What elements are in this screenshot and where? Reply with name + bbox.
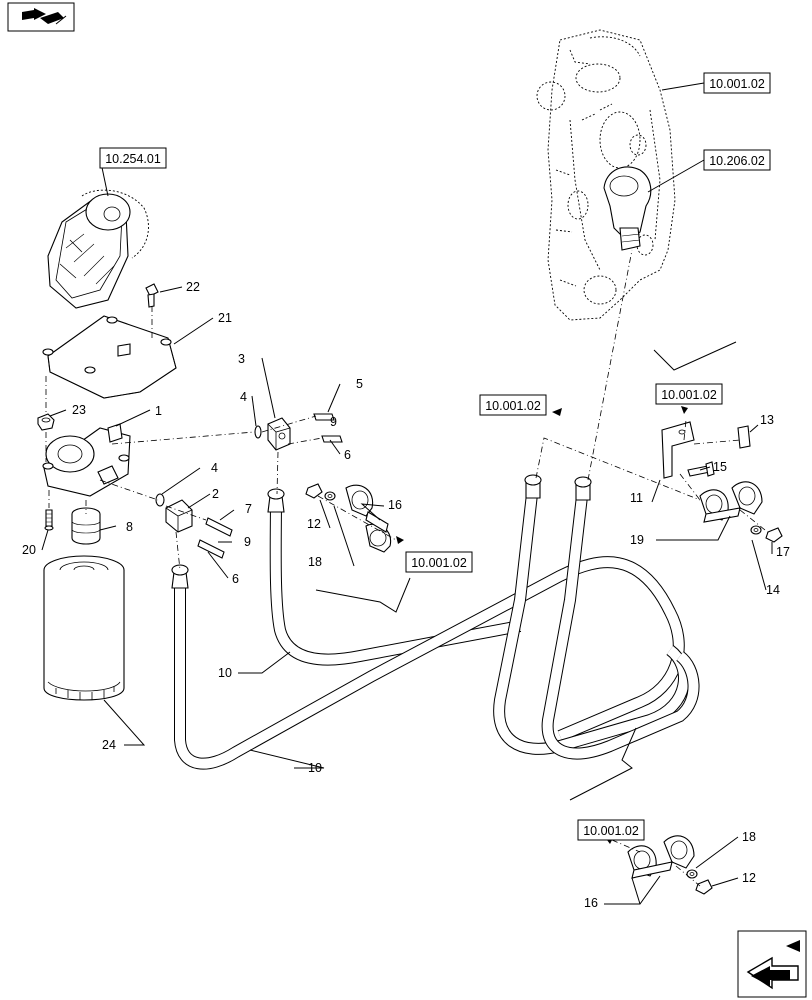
bolt-6-lower: [197, 539, 225, 559]
callout-7: 7: [245, 502, 252, 516]
callout-6-lower: 6: [232, 572, 239, 586]
callout-17: 17: [776, 545, 790, 559]
fitting-3: [267, 417, 291, 451]
callout-23: 23: [72, 403, 86, 417]
hose-fittings: [171, 474, 592, 589]
ref-label: 10.254.01: [105, 152, 161, 166]
ref-label: 10.001.02: [583, 824, 639, 838]
clamp-16-mid: [345, 484, 392, 553]
filter-head-plate: [42, 315, 177, 399]
ref-10-001-02-bottom[interactable]: 10.001.02: [577, 819, 645, 841]
callout-19: 19: [630, 533, 644, 547]
callout-3: 3: [238, 352, 245, 366]
callout-24: 24: [102, 738, 116, 752]
callout-12-mid: 12: [307, 517, 321, 531]
o-ring-4-upper: [254, 425, 262, 439]
engine-block: [536, 29, 676, 321]
hose-10-upper: [269, 495, 522, 666]
callout-20: 20: [22, 543, 36, 557]
ref-10-001-02-right[interactable]: 10.001.02: [655, 383, 723, 405]
washer-18-mid: [324, 491, 336, 501]
washer-14: [750, 525, 762, 535]
callout-16-mid: 16: [388, 498, 402, 512]
callout-18-mid: 18: [308, 555, 322, 569]
center-lines: [45, 249, 771, 887]
next-page-arrow-icon[interactable]: [737, 930, 807, 998]
clamp-16-bottom: [627, 835, 695, 879]
callout-12-bottom: 12: [742, 871, 756, 885]
bolt-13: [737, 425, 751, 449]
callout-2: 2: [212, 487, 219, 501]
callout-4-upper: 4: [240, 390, 247, 404]
callout-9-upper: 9: [330, 415, 337, 429]
housing-10-254-01: [47, 189, 149, 309]
ref-10-001-02-left[interactable]: 10.001.02: [479, 394, 547, 416]
bolt-15: [687, 461, 715, 477]
ref-10-001-02-mid[interactable]: 10.001.02: [405, 551, 473, 573]
callout-numbers: 1 2 3 4 4 5 6 6 7 8 9 9 10 10 11 12 12 1…: [22, 280, 790, 910]
hose-10-engine-b: [541, 495, 700, 760]
callout-13: 13: [760, 413, 774, 427]
callout-10-upper: 10: [218, 666, 232, 680]
ref-label: 10.001.02: [411, 556, 467, 570]
ref-label: 10.001.02: [709, 77, 765, 91]
assembly-arrow-icon[interactable]: [7, 2, 75, 32]
o-ring-4-lower: [155, 493, 165, 507]
fitting-2: [165, 499, 193, 533]
nut-17: [765, 527, 783, 543]
bracket-11: [661, 421, 695, 479]
callout-16-bottom: 16: [584, 896, 598, 910]
callout-10-lower: 10: [308, 761, 322, 775]
callout-5: 5: [356, 377, 363, 391]
clamp-19: [699, 481, 763, 523]
hose-10-engine-a: [493, 493, 690, 755]
ref-label: 10.001.02: [661, 388, 717, 402]
callout-15: 15: [713, 460, 727, 474]
bolt-7: [205, 517, 233, 537]
callout-1: 1: [155, 404, 162, 418]
oil-filter: [43, 555, 125, 701]
ref-10-206-02[interactable]: 10.206.02: [703, 149, 771, 171]
callout-8: 8: [126, 520, 133, 534]
bolt-5: [313, 413, 335, 421]
callout-4-lower: 4: [211, 461, 218, 475]
callout-21: 21: [218, 311, 232, 325]
bolt-20: [44, 509, 54, 531]
engine-oil-outlet: [603, 166, 652, 251]
hose-10-lower: [174, 556, 685, 770]
break-marks: [315, 341, 737, 801]
filter-head: [42, 423, 131, 497]
nut-12-bottom: [695, 879, 713, 895]
callout-6-upper: 6: [344, 448, 351, 462]
callout-14: 14: [766, 583, 780, 597]
callout-11: 11: [630, 491, 643, 505]
ref-label: 10.001.02: [485, 399, 541, 413]
bolt-22: [145, 283, 159, 308]
callout-22: 22: [186, 280, 200, 294]
ref-10-001-02-top[interactable]: 10.001.02: [703, 72, 771, 94]
callout-9-lower: 9: [244, 535, 251, 549]
nut-23: [37, 413, 55, 431]
leader-lines: [41, 82, 773, 905]
bolt-6-upper: [321, 435, 343, 443]
adapter-8: [71, 507, 101, 545]
callout-18-bottom: 18: [742, 830, 756, 844]
nut-12-mid: [305, 483, 323, 499]
ref-10-254-01[interactable]: 10.254.01: [99, 147, 167, 169]
washer-18-bottom: [686, 869, 698, 879]
ref-label: 10.206.02: [709, 154, 765, 168]
